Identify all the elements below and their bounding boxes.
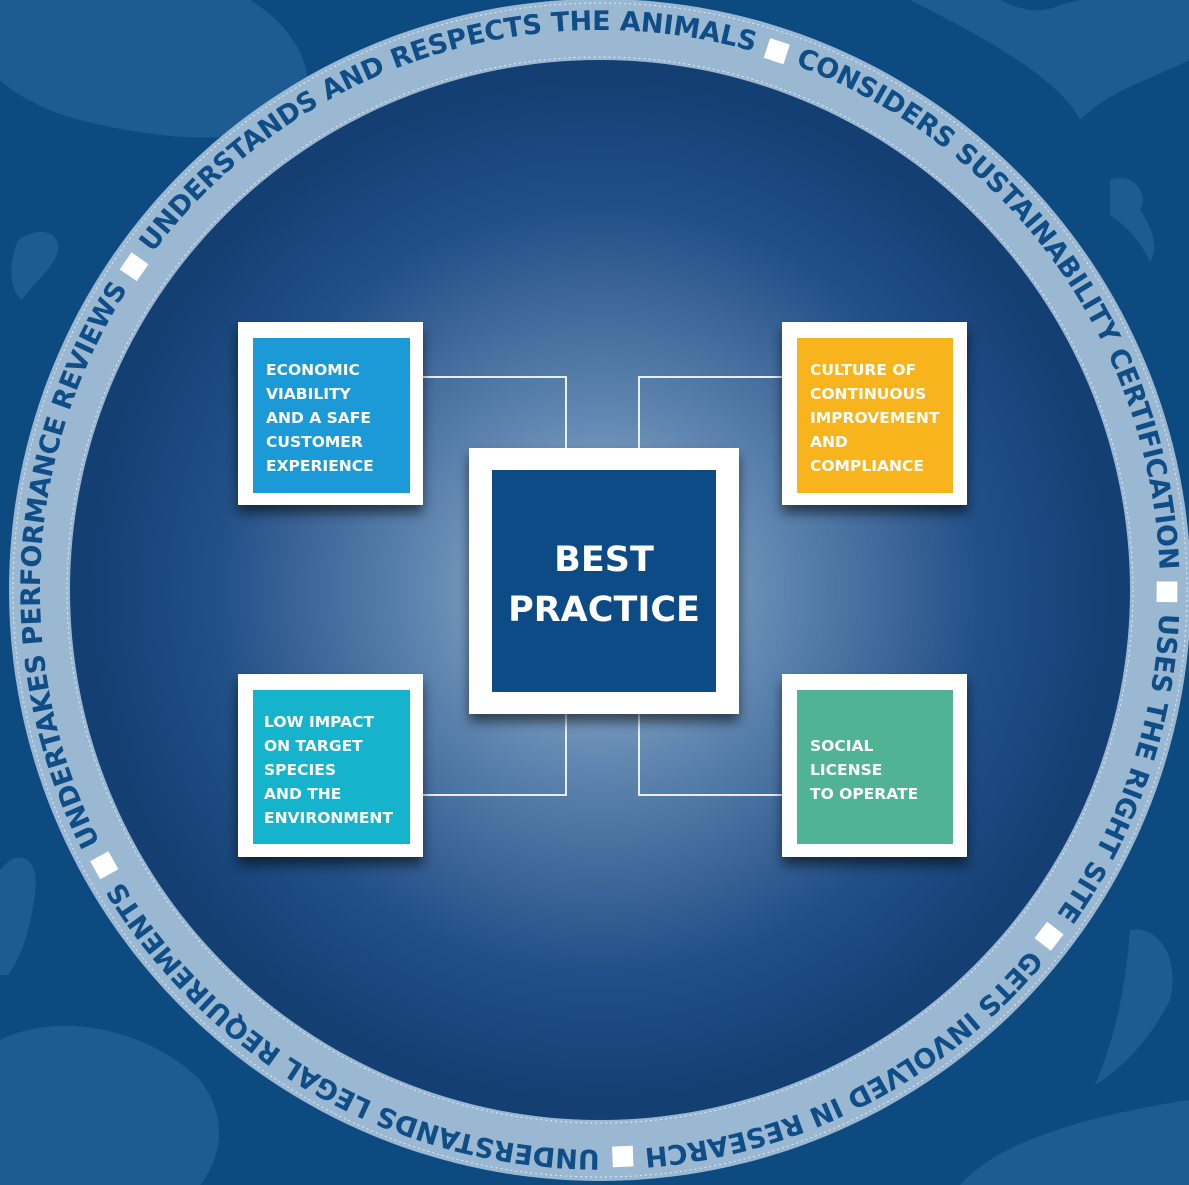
culture-box bbox=[782, 322, 967, 505]
fish-silhouette-bottom-right bbox=[960, 1100, 1189, 1185]
social-box-fill bbox=[797, 690, 953, 844]
connector-social bbox=[638, 700, 783, 796]
center-title-line1: BEST bbox=[554, 540, 654, 580]
swimmer-icon-right bbox=[1110, 178, 1155, 262]
social-license-box bbox=[782, 674, 967, 857]
low-impact-box-label: LOW IMPACT ON TARGET SPECIES AND THE ENV… bbox=[264, 713, 393, 827]
center-title-line2: PRACTICE bbox=[508, 590, 700, 630]
whale-shark-silhouette-top-left bbox=[0, 0, 308, 138]
swimmer-icon-right-lower bbox=[1095, 929, 1173, 1085]
low-impact-box bbox=[238, 674, 423, 857]
social-box-label: SOCIAL LICENSE TO OPERATE bbox=[810, 737, 918, 803]
ring-separator-square: ■ bbox=[609, 1141, 646, 1174]
outer-ring-dotted-edge bbox=[12, 2, 1188, 1178]
diver-icon-left-lower bbox=[0, 857, 36, 975]
economic-box-label: ECONOMIC VIABILITY AND A SAFE CUSTOMER E… bbox=[266, 361, 376, 475]
culture-box-fill bbox=[797, 338, 953, 493]
ring-separator-square: ■ bbox=[1153, 569, 1185, 615]
connector-culture bbox=[638, 376, 783, 470]
culture-box-label: CULTURE OF CONTINUOUS IMPROVEMENT AND CO… bbox=[810, 361, 945, 475]
best-practice-box bbox=[469, 448, 739, 714]
low-impact-box-fill bbox=[253, 690, 410, 844]
connector-lines bbox=[423, 376, 783, 796]
manta-ray-silhouette-bottom-left bbox=[0, 1025, 219, 1185]
economic-box-fill bbox=[253, 338, 410, 493]
economic-viability-box bbox=[238, 322, 423, 505]
diver-icon-left bbox=[11, 231, 59, 300]
connector-economic bbox=[423, 376, 567, 470]
shark-fin-silhouette-top-right bbox=[910, 0, 1189, 120]
inner-ring-dotted-edge bbox=[66, 56, 1134, 1124]
connector-low-impact bbox=[423, 700, 567, 796]
center-box-fill bbox=[492, 470, 716, 692]
